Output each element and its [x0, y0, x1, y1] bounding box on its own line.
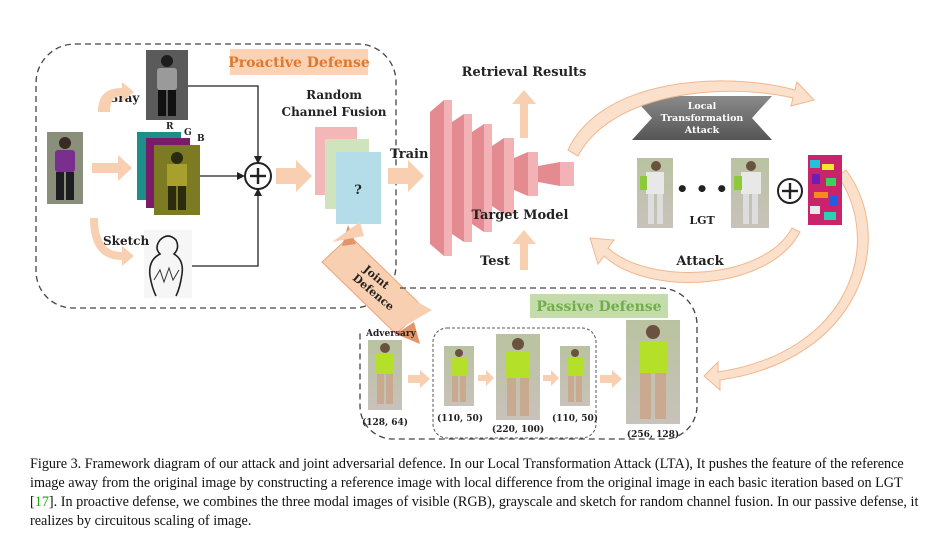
target-model-icon	[430, 100, 574, 256]
caption-text-part2: ]. In proactive defense, we combines the…	[30, 494, 919, 529]
arrow-to-rgb	[92, 155, 132, 181]
attack-bottom-curve-arrow	[589, 227, 801, 283]
proactive-defense-box	[35, 43, 397, 309]
adversary-image	[368, 340, 402, 410]
retrieval-results-label: Retrieval Results	[462, 65, 587, 80]
arrow-scale-1	[478, 370, 494, 386]
sketch-image	[144, 230, 192, 298]
framework-diagram: Proactive Defense Gray R G B Sketch	[35, 43, 869, 440]
attack-top-curve-arrow	[567, 80, 815, 157]
attack-image-1	[637, 158, 673, 228]
line-sketch-to-plus	[192, 192, 259, 267]
scaled-image-3	[560, 346, 590, 406]
sketch-label: Sketch	[103, 234, 149, 248]
lta-banner	[632, 96, 772, 140]
attack-label: Attack	[675, 254, 724, 269]
train-label: Train	[390, 147, 429, 162]
scaled-image-2	[496, 334, 540, 420]
size-label-5: (256, 128)	[627, 429, 679, 440]
gray-image	[146, 50, 188, 120]
caption-citation-link[interactable]: 17	[34, 494, 49, 510]
arrow-plus-to-fusion	[276, 160, 312, 192]
original-person-image	[47, 132, 83, 204]
output-image	[626, 320, 680, 424]
size-label-3: (220, 100)	[492, 424, 544, 435]
arrow-to-gray	[98, 82, 134, 112]
test-up-arrow	[512, 230, 536, 270]
passive-defense-box	[359, 287, 698, 440]
attack-dots: • • •	[676, 177, 728, 201]
channel-b-label: B	[197, 134, 205, 144]
size-label-2: (110, 50)	[437, 413, 483, 424]
rgb-channel-stack	[137, 132, 200, 215]
test-label: Test	[480, 254, 510, 269]
adversary-label: Adversary	[365, 329, 417, 339]
train-arrow	[388, 160, 424, 192]
proactive-defense-title: Proactive Defense	[228, 55, 370, 71]
retrieval-up-arrow	[512, 90, 536, 138]
fusion-title-line1: Random	[306, 88, 362, 102]
arrow-scale-2	[543, 370, 559, 386]
attack-image-2	[731, 158, 769, 228]
fusion-card-blue	[336, 152, 381, 224]
lgt-label: LGT	[689, 214, 715, 227]
perturbation-noise-image	[808, 155, 842, 225]
size-label-1: (128, 64)	[362, 417, 408, 428]
passive-defense-title: Passive Defense	[536, 299, 661, 315]
passive-defense-label-bg	[530, 294, 668, 318]
line-gray-to-plus	[188, 85, 259, 160]
channel-r-label: R	[166, 122, 174, 132]
arrow-adversary-to-scaling	[408, 370, 430, 388]
figure-caption: Figure 3. Framework diagram of our attac…	[30, 455, 920, 531]
fusion-unknown-mark: ?	[354, 183, 362, 198]
arrow-to-sketch	[90, 218, 134, 266]
channel-g-label: G	[184, 128, 192, 138]
lta-banner-line1: Local	[688, 101, 717, 112]
target-model-label: Target Model	[472, 208, 569, 223]
attack-plus-icon	[777, 178, 803, 204]
scaled-image-1	[444, 346, 474, 406]
lta-banner-line3: Attack	[684, 125, 720, 136]
arrow-scaling-to-output	[600, 370, 622, 388]
scaling-inner-box	[432, 327, 597, 439]
proactive-defense-label-bg	[230, 49, 368, 75]
attack-to-passive-curve-arrow	[703, 169, 869, 392]
caption-text-part1: Figure 3. Framework diagram of our attac…	[30, 456, 904, 510]
fusion-plus-icon	[244, 162, 272, 190]
fusion-title-line2: Channel Fusion	[282, 105, 387, 119]
joint-defence-ribbon	[321, 222, 432, 344]
size-label-4: (110, 50)	[552, 413, 598, 424]
lta-banner-line2: Transformation	[661, 113, 744, 124]
